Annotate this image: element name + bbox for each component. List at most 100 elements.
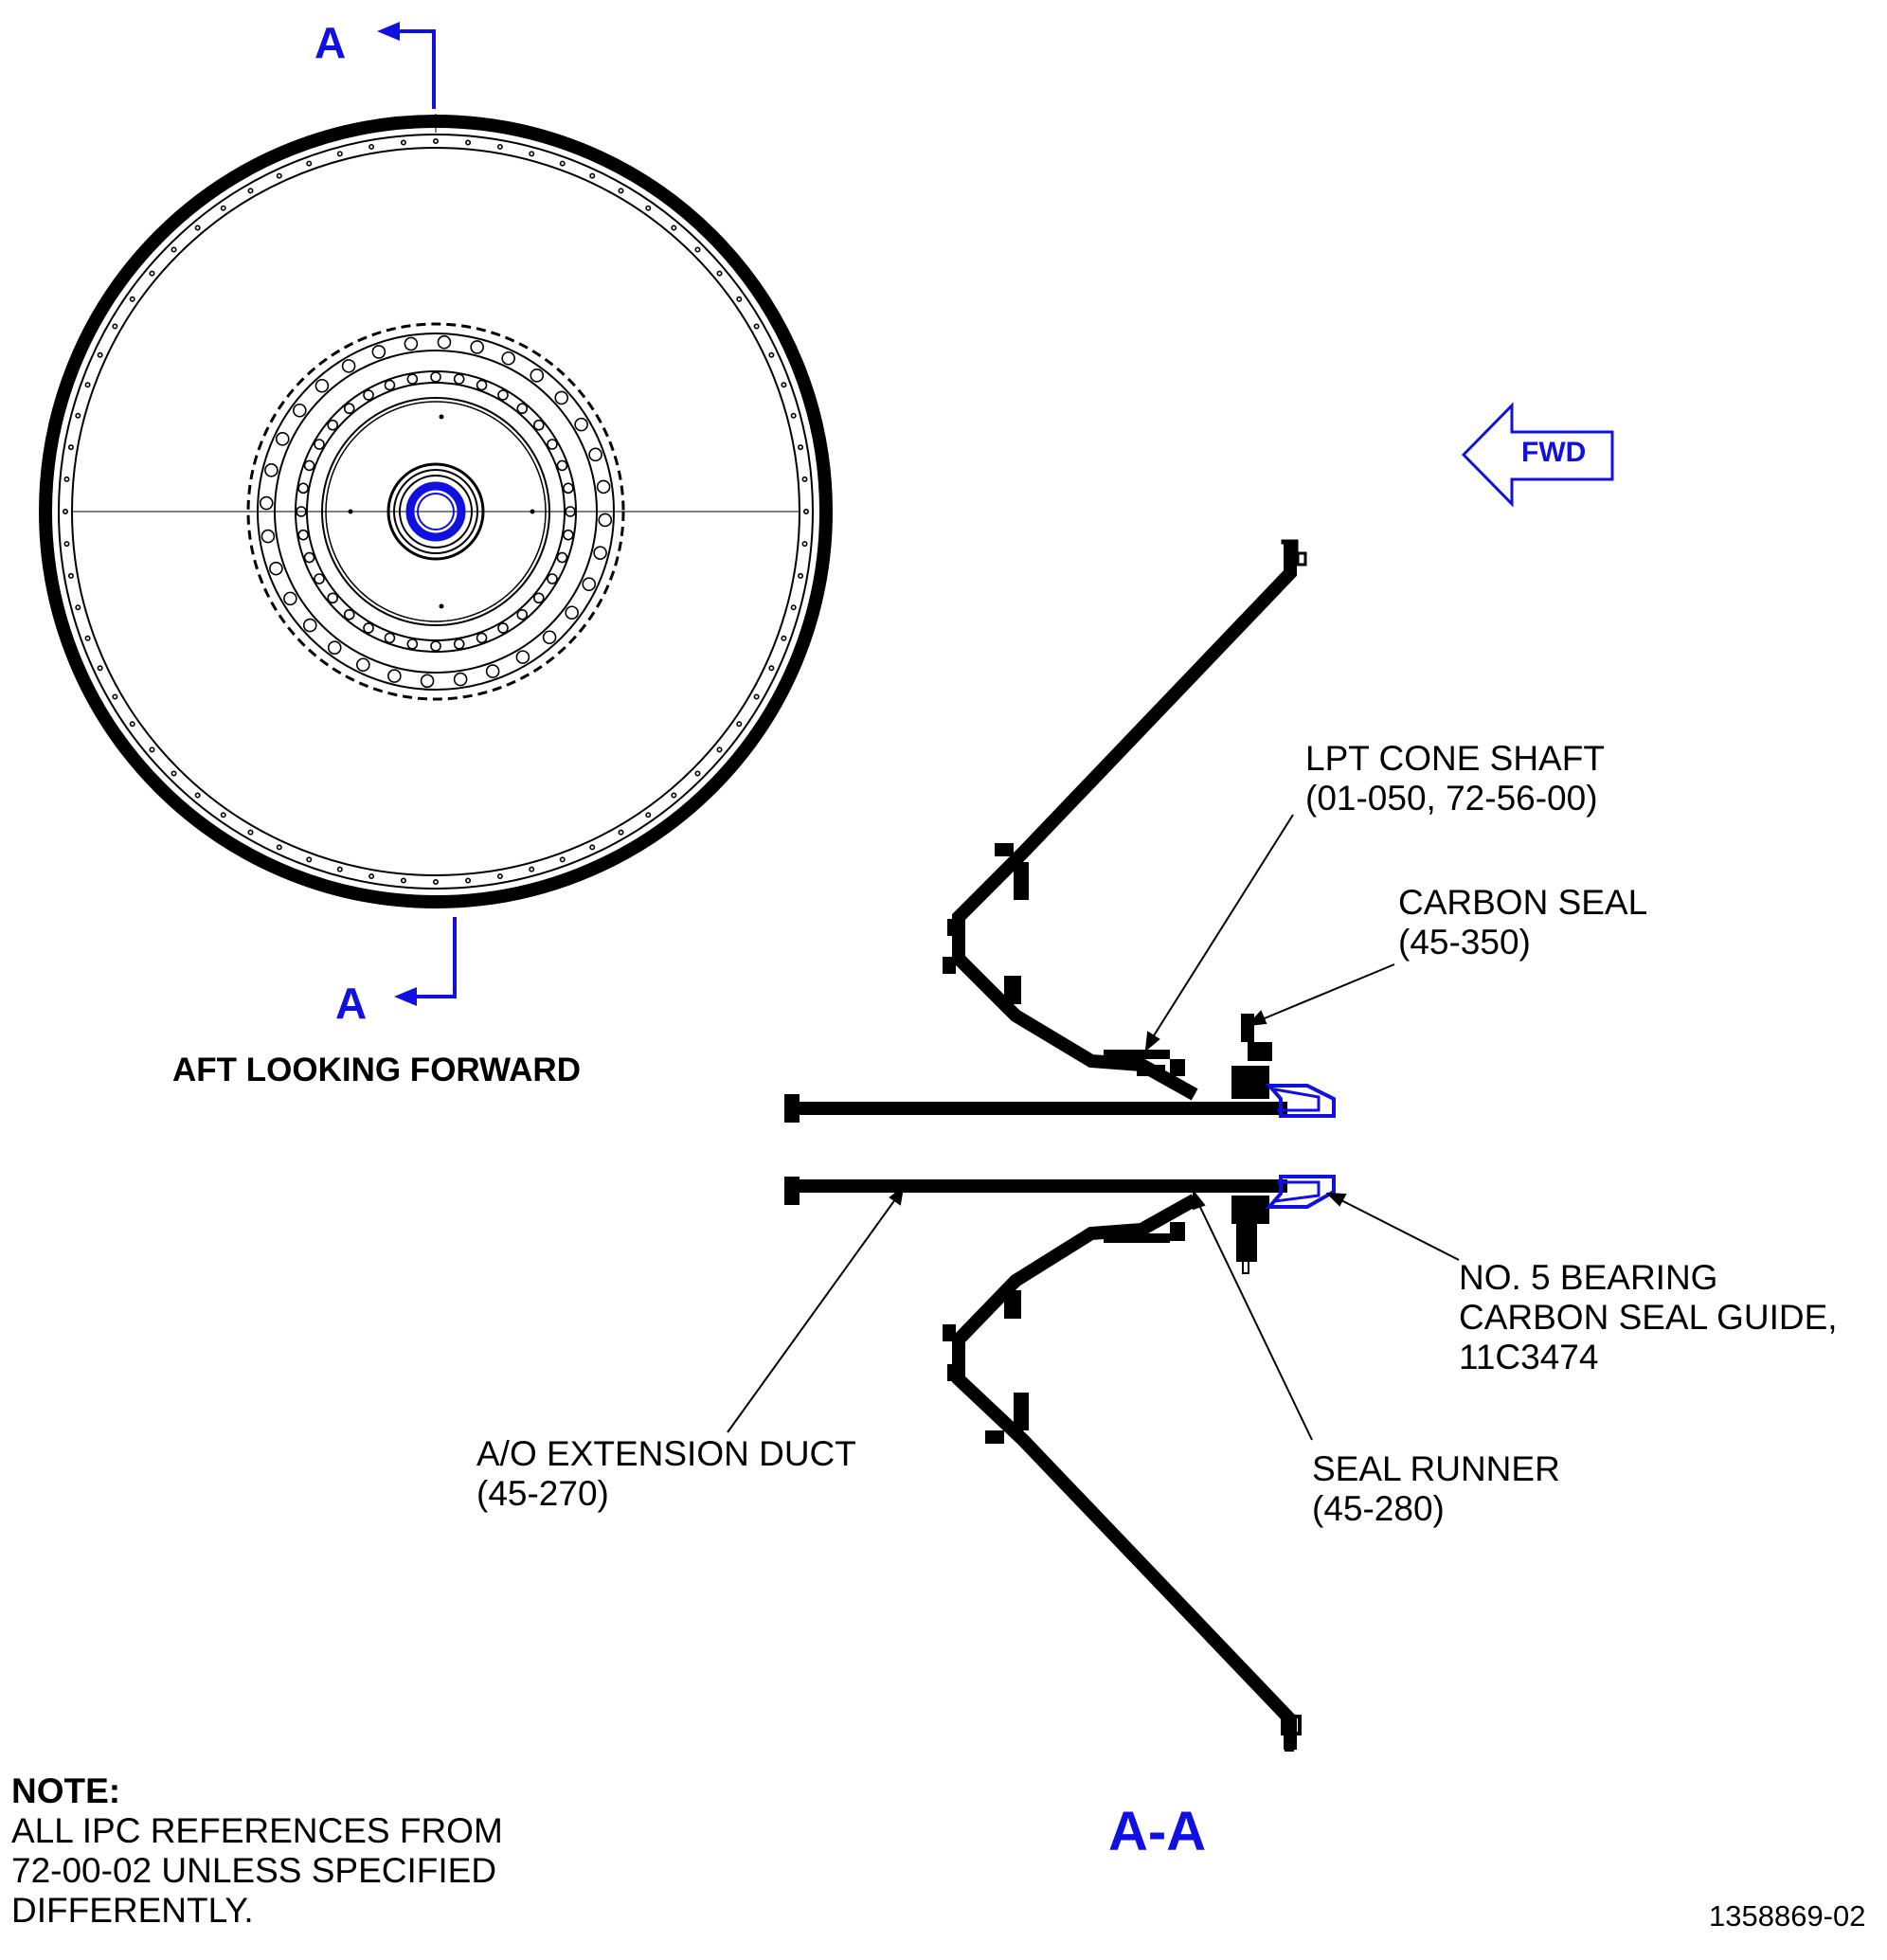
rim-bolt-hole xyxy=(220,812,226,818)
hub-inner-hole xyxy=(303,459,315,472)
note-block: NOTE: ALL IPC REFERENCES FROM 72-00-02 U… xyxy=(11,1771,503,1931)
rim-bolt-hole xyxy=(496,873,503,880)
rim-bolt-hole xyxy=(97,351,103,358)
rim-bolt-hole xyxy=(801,476,808,482)
hub-outer-hole xyxy=(293,403,307,418)
rim-bolt-hole xyxy=(798,572,804,579)
rim-bolt-hole xyxy=(589,172,596,179)
hub-outer-hole xyxy=(264,463,279,477)
section-cut-arrow-bottom xyxy=(394,917,457,1006)
callout-carbon-seal: CARBON SEAL (45-350) xyxy=(1398,883,1647,962)
rim-bolt-hole xyxy=(400,877,406,884)
note-line1: ALL IPC REFERENCES FROM xyxy=(11,1811,503,1850)
rim-bolt-hole xyxy=(67,572,74,579)
section-a-a-drawing xyxy=(784,539,1336,1752)
rim-bolt-hole xyxy=(618,829,624,836)
hub-inner-hole xyxy=(476,379,488,391)
hub-inner-hole xyxy=(314,439,325,450)
rim-bolt-hole xyxy=(368,143,375,150)
rim-bolt-hole xyxy=(781,382,787,388)
hub-outer-hole xyxy=(420,674,435,689)
callout-extension-duct: A/O EXTENSION DUCT (45-270) xyxy=(476,1434,856,1514)
rim-bolt-hole xyxy=(194,792,201,799)
callout-bearing-guide-line1: NO. 5 BEARING xyxy=(1459,1258,1718,1297)
hub-outer-hole xyxy=(327,640,342,655)
rim-bolt-hole xyxy=(67,444,74,451)
rim-bolt-hole xyxy=(802,508,809,514)
carbon-seal-guide-ring xyxy=(405,481,466,542)
rim-bolt-holes xyxy=(63,138,809,885)
hub-inner-hole xyxy=(384,632,396,644)
rim-bolt-hole xyxy=(736,296,743,302)
figure-id: 1358869-02 xyxy=(1709,1899,1866,1933)
hub-inner-hole xyxy=(563,529,574,541)
hub-inner-hole xyxy=(384,379,396,391)
rim-bolt-hole xyxy=(129,721,135,728)
rim-bolt-hole xyxy=(768,351,775,358)
hub-outer-hole xyxy=(356,657,370,673)
rim-bolt-hole xyxy=(149,746,155,753)
hub-outer-hole xyxy=(341,359,356,373)
hub-outer-hole xyxy=(302,618,317,633)
hub-inner-hole xyxy=(547,439,558,450)
rim-bolt-hole xyxy=(559,160,566,167)
hub-inner-hole xyxy=(297,529,309,541)
section-marker-bottom: A xyxy=(335,979,368,1028)
note-line3: DIFFERENTLY. xyxy=(11,1891,254,1930)
rim-bolt-hole xyxy=(149,270,155,277)
hub-outer-hole xyxy=(530,369,545,383)
hub-inner-hole xyxy=(532,592,545,604)
rim-bolt-hole xyxy=(129,296,135,302)
rim-bolt-hole xyxy=(112,693,118,700)
rim-bolt-hole xyxy=(220,205,226,211)
hub-inner-hole xyxy=(516,608,529,620)
hub-outer-hole xyxy=(596,479,611,494)
hub-inner-hole xyxy=(563,482,574,494)
hub-outer-hole xyxy=(453,672,468,687)
hub-outer-hole xyxy=(259,495,274,511)
rim-bolt-hole xyxy=(753,323,760,330)
rim-bolt-hole xyxy=(368,873,375,880)
section-cut-arrow-top xyxy=(377,22,436,109)
hub-inner-hole xyxy=(565,506,576,517)
hub-inner-hole xyxy=(430,640,441,652)
callout-seal-runner: SEAL RUNNER (45-280) xyxy=(1312,1449,1560,1529)
hub-outer-hole xyxy=(485,664,500,678)
rim-bolt-hole xyxy=(694,246,701,253)
rim-bolt-hole xyxy=(112,323,118,330)
hub-inner-hole xyxy=(363,389,374,401)
note-line2: 72-00-02 UNLESS SPECIFIED xyxy=(11,1851,497,1890)
hub-outer-hole xyxy=(515,650,530,664)
rim-bolt-hole xyxy=(645,205,652,211)
section-marker-top: A xyxy=(314,18,347,67)
rim-bolt-hole xyxy=(306,856,313,863)
rim-bolt-hole xyxy=(400,139,406,146)
fwd-arrow-icon xyxy=(1461,402,1614,508)
callout-carbon-seal-line1: CARBON SEAL xyxy=(1398,883,1648,922)
hub-inner-hole xyxy=(296,506,307,517)
hub-outer-holes xyxy=(259,334,613,689)
hub-inner-hole xyxy=(476,632,488,644)
rim-bolt-hole xyxy=(529,151,535,157)
hub-inner-hole xyxy=(303,551,315,564)
rim-bolt-hole xyxy=(194,225,201,231)
hub-inner-hole xyxy=(327,592,339,604)
hub-outer-hole xyxy=(261,529,276,544)
hub-inner-hole xyxy=(453,373,465,385)
hub-inner-hole xyxy=(363,622,374,634)
hub-outer-hole xyxy=(404,336,419,351)
rim-bolt-hole xyxy=(336,151,343,157)
hub-outer-hole xyxy=(588,447,602,462)
callout-extension-duct-line2: (45-270) xyxy=(476,1474,609,1513)
hub-flange xyxy=(246,322,625,701)
callout-lpt-cone-shaft-line2: (01-050, 72-56-00) xyxy=(1305,779,1598,818)
hub-inner-hole xyxy=(430,371,441,383)
rim-bolt-hole xyxy=(336,866,343,872)
hub-inner-hole xyxy=(297,482,309,494)
rim-bolt-hole xyxy=(529,866,535,872)
leader-lines xyxy=(727,814,1460,1441)
hub-inner-hole xyxy=(406,373,419,385)
rim-bolt-hole xyxy=(645,812,652,818)
hub-inner-hole xyxy=(314,573,325,584)
